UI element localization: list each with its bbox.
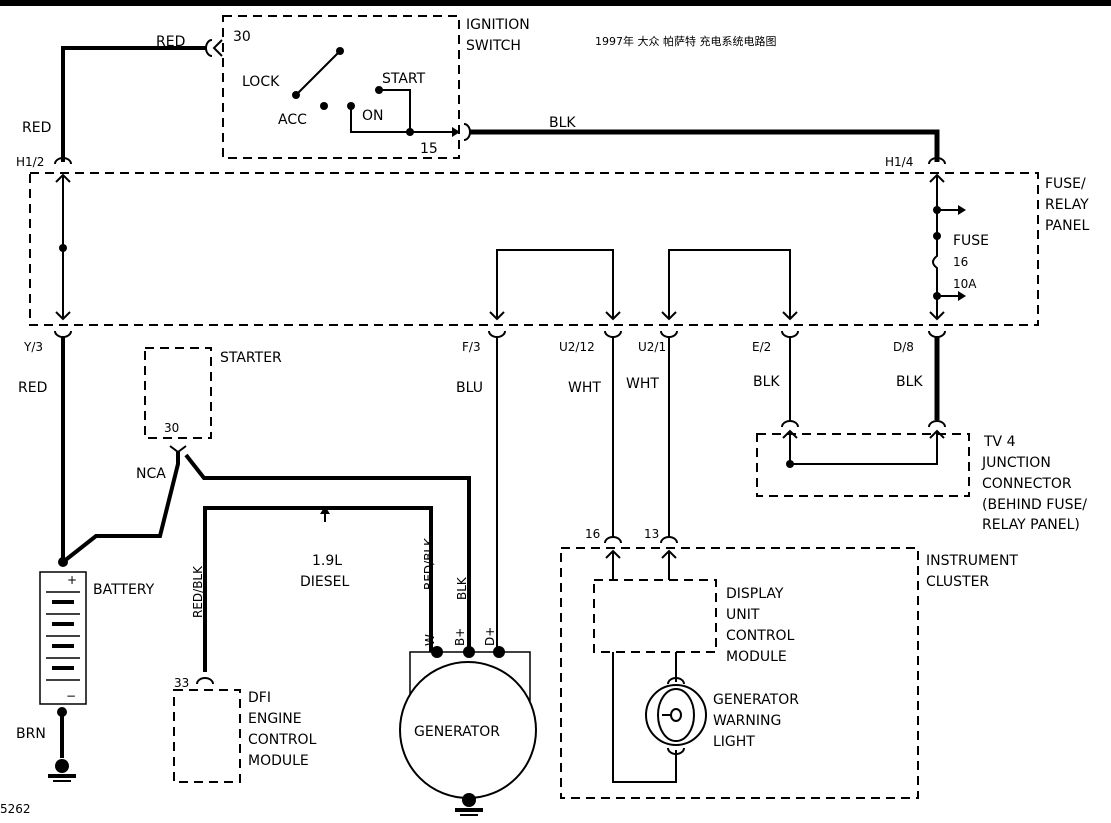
battery: BATTERY + − — [39, 571, 155, 705]
starter-nca-label: NCA — [136, 466, 166, 482]
acc-label: ACC — [278, 112, 307, 128]
junction-label-4: (BEHIND FUSE/ — [982, 497, 1087, 513]
diesel-label-1: 1.9L — [312, 553, 342, 569]
cluster-pin-16: 16 — [585, 527, 600, 541]
dfi-label-4: MODULE — [248, 753, 309, 769]
terminal-15-label: 15 — [420, 141, 438, 157]
wire-label-red-3: RED — [18, 380, 47, 396]
wire-starter-battery — [61, 452, 180, 564]
fuse-label: FUSE — [953, 233, 989, 249]
diesel-arrow — [320, 506, 330, 514]
starter-terminal-30: 30 — [164, 421, 179, 435]
warning-light-label-3: LIGHT — [713, 734, 755, 750]
wire-label-wht-1: WHT — [568, 380, 601, 396]
starter-label: STARTER — [220, 350, 282, 366]
instrument-cluster-label-1: INSTRUMENT — [926, 553, 1018, 569]
terminal-30-label: 30 — [233, 29, 251, 45]
wire-label-red-blk-2: RED/BLK — [422, 537, 436, 590]
diagram-title: 1997年 大众 帕萨特 充电系统电路图 — [595, 34, 776, 48]
generator-term-bplus: B+ — [453, 628, 467, 646]
wire-red-ignition — [61, 46, 206, 162]
lever-pivot-dot — [336, 47, 344, 55]
ignition-switch: IGNITION SWITCH 30 15 LOCK ACC ON START — [205, 15, 530, 159]
wire-label-red-2: RED — [22, 120, 51, 136]
ignition-switch-label-1: IGNITION — [466, 17, 530, 33]
lock-label: LOCK — [242, 74, 280, 90]
wire-red-blk-dfi — [203, 506, 433, 672]
terminal-15-arrow — [452, 127, 460, 137]
generator-term-w: W — [423, 634, 437, 646]
lock-contact-dot — [292, 91, 300, 99]
display-unit-label-4: MODULE — [726, 649, 787, 665]
wire-label-blk-2: BLK — [753, 374, 780, 390]
junction-label-1: TV 4 — [983, 434, 1016, 450]
fuse-rating: 10A — [953, 277, 977, 291]
display-unit-label-3: CONTROL — [726, 628, 795, 644]
generator: GENERATOR W B+ D+ — [399, 627, 537, 816]
starter: STARTER 30 NCA — [136, 347, 282, 482]
wire-label-blk-1: BLK — [549, 115, 576, 131]
connector-u2-12: U2/12 — [559, 340, 595, 354]
wire-label-wht-2: WHT — [626, 376, 659, 392]
connector-y-3: Y/3 — [23, 340, 43, 354]
acc-contact-dot — [320, 102, 328, 110]
dfi-label-3: CONTROL — [248, 732, 317, 748]
generator-ground-icon — [455, 793, 483, 816]
junction-label-5: RELAY PANEL) — [982, 517, 1080, 533]
fuse-number: 16 — [953, 255, 968, 269]
cluster-pin-13: 13 — [644, 527, 659, 541]
generator-label: GENERATOR — [414, 724, 500, 740]
battery-label: BATTERY — [93, 582, 155, 598]
fuse-16-element — [932, 236, 938, 296]
start-label: START — [382, 71, 426, 87]
display-unit-label-2: UNIT — [726, 607, 760, 623]
warning-light-label-2: WARNING — [713, 713, 781, 729]
fuse-panel-label-2: RELAY — [1045, 197, 1089, 213]
junction-connector: TV 4 JUNCTION CONNECTOR (BEHIND FUSE/ RE… — [756, 420, 1087, 533]
wire-label-brn: BRN — [16, 726, 46, 742]
fuse-panel-label-3: PANEL — [1045, 218, 1089, 234]
ignition-switch-label-2: SWITCH — [466, 38, 521, 54]
wire-label-blk-3: BLK — [896, 374, 923, 390]
fuse-relay-panel: FUSE/ RELAY PANEL — [29, 157, 1089, 338]
battery-plus: + — [67, 573, 77, 587]
dfi-label-2: ENGINE — [248, 711, 302, 727]
wire-label-red-blk-1: RED/BLK — [191, 565, 205, 618]
diesel-label-2: DIESEL — [300, 574, 349, 590]
connector-e-2: E/2 — [752, 340, 771, 354]
wire-blk-ignition — [470, 129, 940, 162]
warning-light-bulb-icon — [645, 684, 707, 746]
wire-label-blk-4: BLK — [455, 576, 469, 600]
generator-term-dplus: D+ — [483, 627, 497, 646]
figure-number: 5262 — [0, 802, 31, 816]
wire-label-red-1: RED — [156, 34, 185, 50]
instrument-cluster: INSTRUMENT CLUSTER 16 13 DISPLAY UNIT CO… — [560, 527, 1018, 799]
top-border — [0, 0, 1111, 6]
battery-ground-icon — [48, 759, 76, 782]
connector-h1-2: H1/2 — [16, 155, 44, 169]
battery-minus: − — [66, 689, 76, 703]
wire-label-blu: BLU — [456, 380, 483, 396]
dfi-label-1: DFI — [248, 690, 271, 706]
display-unit-label-1: DISPLAY — [726, 586, 784, 602]
fuse-panel-label-1: FUSE/ — [1045, 176, 1086, 192]
dfi-pin-33: 33 — [174, 676, 189, 690]
dfi-engine-control-module: 33 DFI ENGINE CONTROL MODULE — [173, 676, 317, 783]
connector-u2-1: U2/1 — [638, 340, 666, 354]
instrument-cluster-label-2: CLUSTER — [926, 574, 989, 590]
connector-d-8: D/8 — [893, 340, 914, 354]
on-label: ON — [362, 108, 384, 124]
warning-light-label-1: GENERATOR — [713, 692, 799, 708]
junction-label-3: CONNECTOR — [982, 476, 1072, 492]
wire-starter-generator — [184, 453, 471, 652]
connector-h1-4: H1/4 — [885, 155, 913, 169]
connector-f-3: F/3 — [462, 340, 481, 354]
junction-label-2: JUNCTION — [981, 455, 1051, 471]
